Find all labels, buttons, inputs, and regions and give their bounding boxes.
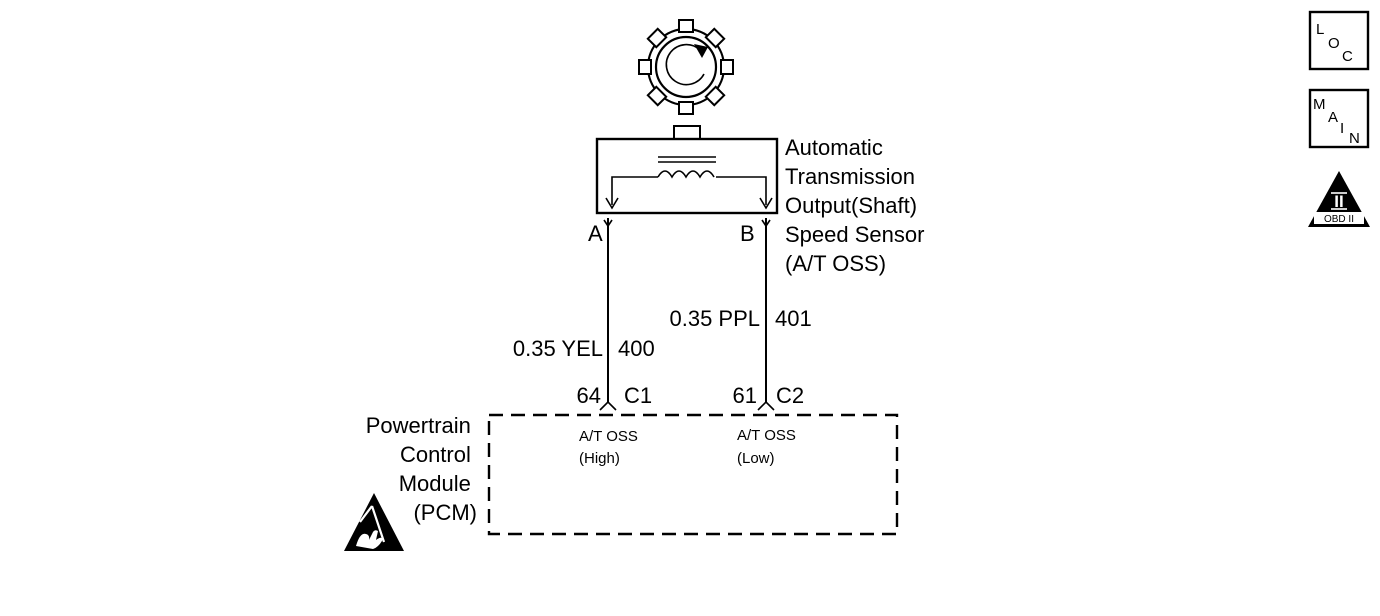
svg-text:A: A <box>1328 109 1338 126</box>
pin-64: 64 <box>577 383 601 408</box>
coil-symbol <box>657 170 715 179</box>
loc-button[interactable]: L O C <box>1308 10 1370 71</box>
rotor-tooth <box>678 19 694 33</box>
terminal-b-label: B <box>740 221 755 246</box>
connector-c2: C2 <box>776 383 804 408</box>
speed-sensor <box>595 125 779 215</box>
pcm-box <box>487 413 899 536</box>
esd-warning-icon <box>344 493 404 551</box>
svg-text:L: L <box>1316 21 1324 38</box>
toothed-rotor-icon <box>638 19 734 115</box>
obd-ii-label: OBD II <box>1324 214 1354 225</box>
rotor-tooth <box>720 59 734 75</box>
wire-circuit-400 <box>599 218 617 411</box>
rotor-tooth <box>646 27 668 49</box>
rotor-tooth <box>704 27 726 49</box>
obd-ii-icon[interactable]: II OBD II <box>1308 171 1370 227</box>
rotor-tooth <box>678 101 694 115</box>
svg-text:O: O <box>1328 35 1340 52</box>
wire-a-circuit: 400 <box>618 336 655 361</box>
terminal-a-label: A <box>588 221 603 246</box>
connector-c1: C1 <box>624 383 652 408</box>
main-button[interactable]: M A I N <box>1308 88 1370 149</box>
svg-text:I: I <box>1340 120 1344 137</box>
pcm-input-high: A/T OSS (High) <box>579 428 642 467</box>
svg-text:C: C <box>1342 48 1353 65</box>
rotor-tooth <box>646 85 668 107</box>
pcm-input-low: A/T OSS (Low) <box>737 427 800 467</box>
rotor-tooth <box>704 85 726 107</box>
sensor-name: Automatic Transmission Output(Shaft) Spe… <box>785 135 931 276</box>
obd-ii-numeral: II <box>1334 192 1343 211</box>
wire-b-color: 0.35 PPL <box>669 306 760 331</box>
svg-text:N: N <box>1349 130 1360 147</box>
wire-circuit-401 <box>757 218 775 411</box>
pcm-name: Powertrain Control Module (PCM) <box>366 413 477 525</box>
svg-text:M: M <box>1313 96 1326 113</box>
wire-b-circuit: 401 <box>775 306 812 331</box>
rotor-tooth <box>638 59 652 75</box>
pin-61: 61 <box>733 383 757 408</box>
wire-a-color: 0.35 YEL <box>513 336 603 361</box>
